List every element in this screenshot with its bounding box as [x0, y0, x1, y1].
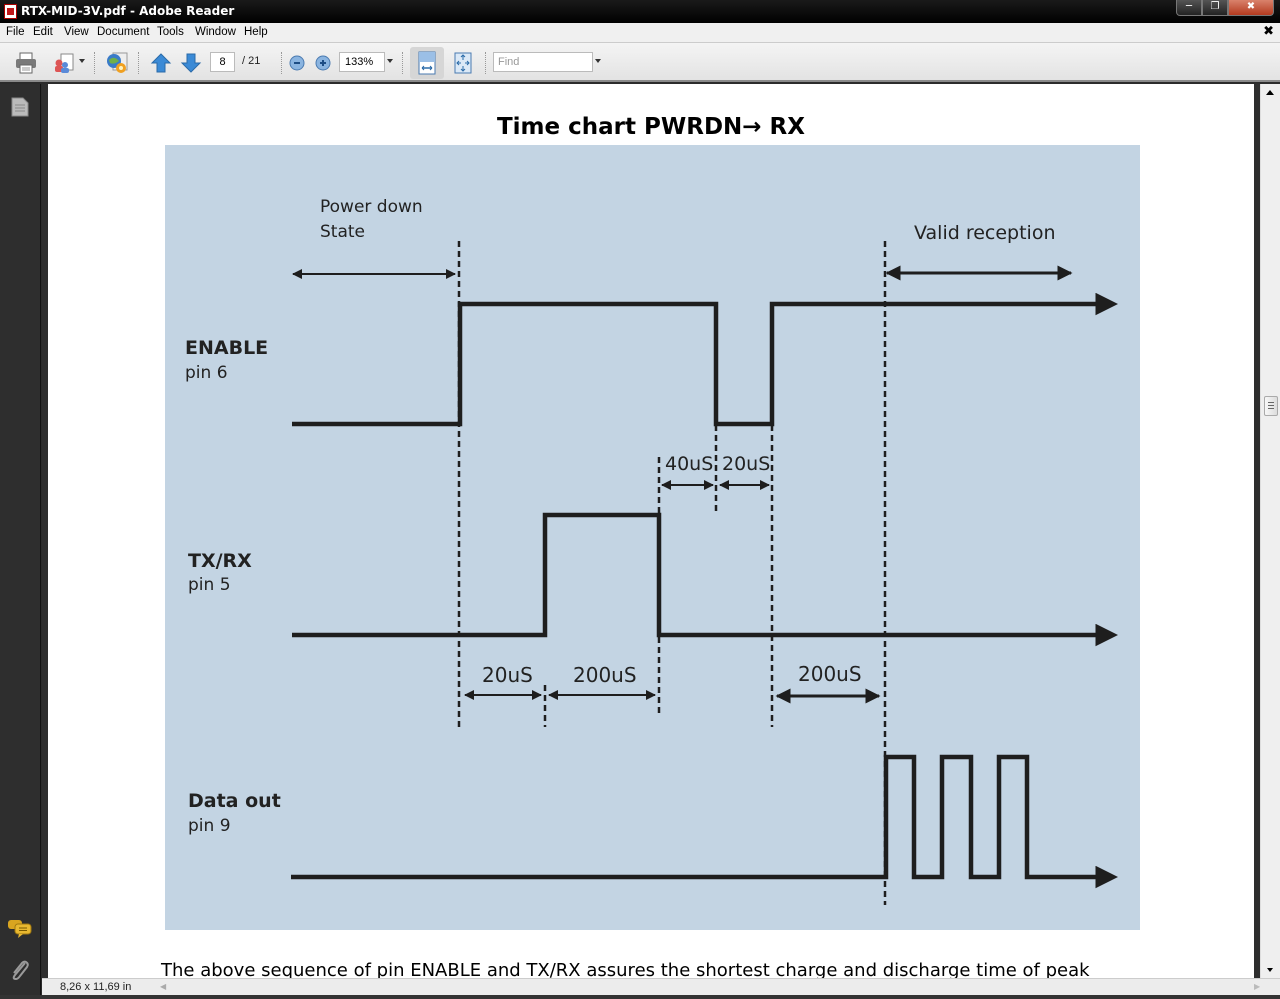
- next-page-button[interactable]: [179, 51, 203, 75]
- scroll-right-icon[interactable]: ▶: [1254, 982, 1261, 991]
- document-viewport: Time chart PWRDN→ RX: [42, 84, 1260, 978]
- fit-page-button[interactable]: [452, 51, 474, 75]
- vertical-scrollbar[interactable]: [1260, 84, 1280, 978]
- toolbar: 8 / 21 133% Find: [0, 43, 1280, 82]
- previous-page-button[interactable]: [149, 51, 173, 75]
- chart-title: Time chart PWRDN→ RX: [496, 114, 806, 140]
- zoom-out-icon: [289, 55, 305, 71]
- zoom-in-icon: [315, 55, 331, 71]
- menu-tools[interactable]: Tools: [157, 26, 184, 38]
- secure-button[interactable]: [103, 51, 131, 75]
- menu-view[interactable]: View: [64, 26, 89, 38]
- signal-enable-name: ENABLE: [185, 337, 269, 359]
- interval-200us-pulse-label: 200uS: [573, 663, 637, 687]
- fit-width-button[interactable]: [410, 47, 444, 79]
- fit-width-icon: [418, 51, 436, 75]
- pages-icon: [11, 97, 29, 117]
- pages-panel-button[interactable]: [10, 96, 30, 122]
- scrollbar-thumb[interactable]: [1264, 396, 1278, 416]
- data-out-trace: [291, 754, 1118, 889]
- toolbar-separator: [402, 52, 403, 74]
- window-title: RTX-MID-3V.pdf - Adobe Reader: [21, 4, 235, 18]
- scroll-left-icon[interactable]: ◀: [160, 982, 167, 991]
- collaborate-button[interactable]: [50, 51, 78, 75]
- interval-200us-settle-label: 200uS: [798, 662, 862, 686]
- collaborate-dropdown-icon[interactable]: [79, 59, 85, 63]
- valid-reception-label: Valid reception: [914, 222, 1056, 244]
- power-down-state-label: State: [320, 222, 365, 242]
- interval-40us-label: 40uS: [665, 453, 714, 475]
- menu-bar: File Edit View Document Tools Window Hel…: [0, 23, 1280, 43]
- body-paragraph: The above sequence of pin ENABLE and TX/…: [161, 960, 1090, 978]
- scroll-down-icon[interactable]: [1267, 968, 1273, 972]
- page-number-input[interactable]: 8: [210, 52, 235, 72]
- arrow-up-icon: [150, 53, 172, 73]
- fit-page-icon: [454, 52, 472, 74]
- globe-secure-icon: [107, 52, 128, 73]
- close-window-button[interactable]: ✖: [1228, 0, 1274, 16]
- power-down-label: Power down: [320, 197, 423, 217]
- printer-icon: [16, 52, 36, 74]
- signal-enable-pin: pin 6: [185, 363, 228, 383]
- menu-document[interactable]: Document: [97, 26, 150, 38]
- zoom-in-button[interactable]: [314, 51, 332, 75]
- zoom-out-button[interactable]: [288, 51, 306, 75]
- txrx-trace: [292, 512, 1118, 647]
- menu-edit[interactable]: Edit: [33, 26, 53, 38]
- scroll-up-icon[interactable]: [1266, 90, 1274, 95]
- collaborate-icon: [55, 53, 74, 73]
- timing-diagram-canvas: [291, 241, 1118, 905]
- arrow-down-icon: [180, 53, 202, 73]
- navigation-panel: [0, 84, 41, 999]
- signal-dataout-pin: pin 9: [188, 816, 231, 836]
- zoom-level-input[interactable]: 133%: [339, 52, 385, 72]
- timing-diagram: Power down State Valid reception ENABLE …: [165, 145, 1140, 930]
- close-document-icon[interactable]: ✖: [1263, 24, 1274, 39]
- toolbar-separator: [94, 52, 95, 74]
- comments-panel-button[interactable]: [7, 918, 33, 944]
- paperclip-icon: [12, 960, 29, 981]
- toolbar-separator: [281, 52, 282, 74]
- zoom-dropdown-icon[interactable]: [387, 59, 393, 63]
- interval-20us-top-label: 20uS: [722, 453, 771, 475]
- pdf-page: Time chart PWRDN→ RX: [48, 84, 1254, 978]
- minimize-button[interactable]: ─: [1176, 0, 1202, 16]
- find-input[interactable]: Find: [493, 52, 593, 72]
- status-bar: 8,26 x 11,69 in ◀ ▶: [42, 978, 1280, 999]
- toolbar-separator: [485, 52, 486, 74]
- comments-icon: [8, 920, 32, 938]
- taskbar-strip: [0, 995, 1280, 999]
- menu-help[interactable]: Help: [244, 26, 268, 38]
- print-button[interactable]: [13, 51, 39, 75]
- signal-dataout-name: Data out: [188, 790, 281, 812]
- toolbar-separator: [138, 52, 139, 74]
- menu-file[interactable]: File: [6, 26, 25, 38]
- signal-txrx-name: TX/RX: [188, 550, 252, 572]
- page-total: / 21: [242, 55, 261, 67]
- restore-button[interactable]: ❐: [1202, 0, 1228, 16]
- pdf-app-icon: [4, 4, 17, 19]
- signal-txrx-pin: pin 5: [188, 575, 231, 595]
- interval-20us-bottom-label: 20uS: [482, 663, 533, 687]
- find-dropdown-icon[interactable]: [595, 59, 601, 63]
- enable-trace: [292, 292, 1118, 427]
- attachments-panel-button[interactable]: [9, 958, 31, 986]
- menu-window[interactable]: Window: [195, 26, 236, 38]
- title-bar: RTX-MID-3V.pdf - Adobe Reader ─ ❐ ✖: [0, 0, 1280, 23]
- page-size-label: 8,26 x 11,69 in: [60, 981, 132, 993]
